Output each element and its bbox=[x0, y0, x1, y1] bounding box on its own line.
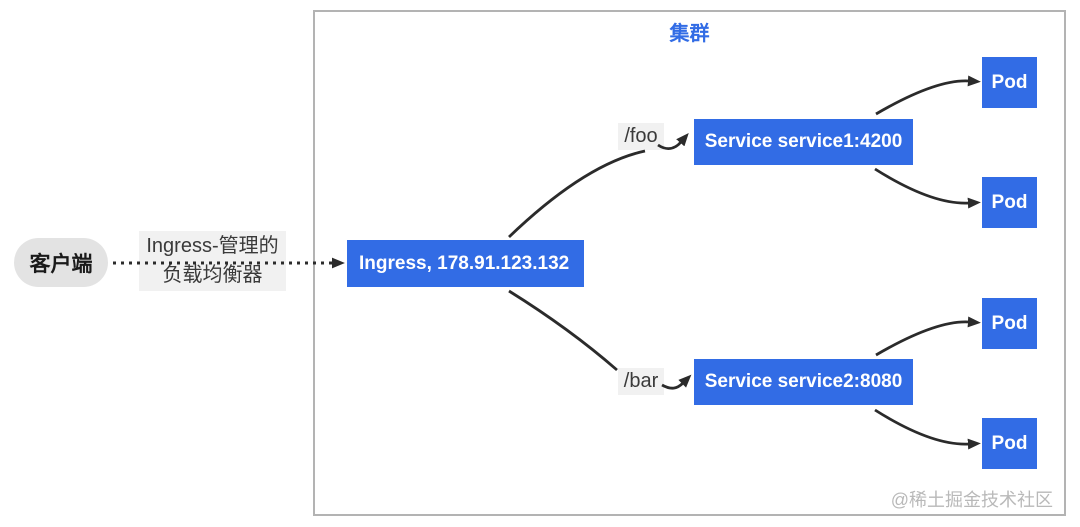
route-label-foo: /foo bbox=[618, 123, 664, 150]
pod-node-2: Pod bbox=[982, 177, 1037, 228]
service2-node: Service service2:8080 bbox=[694, 359, 913, 405]
watermark-text: @稀土掘金技术社区 bbox=[890, 490, 1053, 510]
ingress-node: Ingress, 178.91.123.132 bbox=[347, 240, 584, 287]
pod-node-3: Pod bbox=[982, 298, 1037, 349]
pod-node-4: Pod bbox=[982, 418, 1037, 469]
load-balancer-caption: Ingress-管理的 负载均衡器 bbox=[139, 231, 286, 291]
load-balancer-caption-line2: 负载均衡器 bbox=[162, 264, 263, 286]
route-label-bar: /bar bbox=[618, 368, 664, 395]
client-node: 客户端 bbox=[14, 238, 108, 287]
load-balancer-caption-line1: Ingress-管理的 bbox=[146, 235, 279, 257]
ingress-label: Ingress, 178.91.123.132 bbox=[359, 252, 570, 274]
client-label: 客户端 bbox=[29, 252, 93, 276]
pod-node-1: Pod bbox=[982, 57, 1037, 108]
cluster-label: 集群 bbox=[669, 23, 710, 45]
service1-node: Service service1:4200 bbox=[694, 119, 913, 165]
